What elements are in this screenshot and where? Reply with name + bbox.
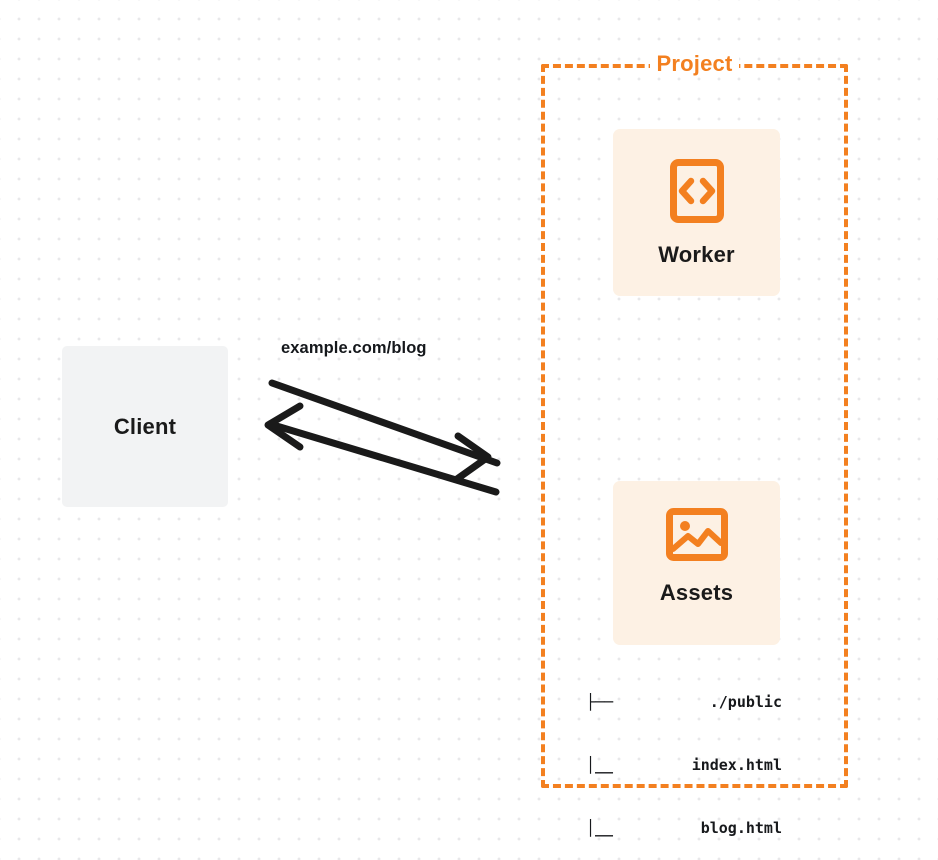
worker-node-label: Worker: [658, 242, 735, 267]
file-tree-branch: │__: [586, 756, 614, 774]
image-picture-icon: [665, 508, 728, 566]
file-tree-name: blog.html: [700, 819, 782, 837]
file-tree-branch: │__: [586, 819, 614, 837]
file-tree-branch: ├──: [586, 693, 614, 711]
file-tree-row: │__ blog.html: [586, 818, 782, 839]
project-container-label: Project: [541, 51, 848, 77]
code-brackets-icon: [669, 159, 724, 228]
client-node: Client: [62, 346, 228, 507]
assets-node-label: Assets: [659, 580, 734, 605]
worker-node: Worker: [613, 129, 780, 296]
client-node-label: Client: [113, 413, 177, 439]
file-tree-row: ├── ./public: [586, 692, 782, 713]
project-container-label-text: Project: [649, 51, 740, 76]
file-tree-name: ./public: [709, 693, 782, 711]
arrow-right-to-project: [266, 420, 500, 496]
file-tree-row: │__ index.html: [586, 755, 782, 776]
file-tree-name: index.html: [691, 756, 782, 774]
assets-file-tree: ├── ./public │__ index.html │__ blog.htm…: [586, 650, 782, 860]
arrow-left-to-client: [264, 379, 501, 467]
assets-node: Assets: [613, 481, 780, 645]
connection-label: example.com/blog: [281, 339, 427, 357]
